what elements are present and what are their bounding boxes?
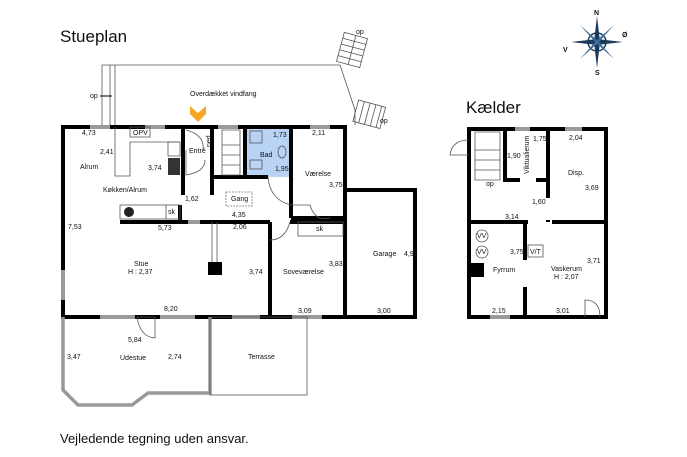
room-label-opv: OPV (133, 130, 148, 137)
compass-v: V (563, 47, 568, 54)
dim-label: 2,74 (168, 354, 182, 361)
basement-labels: 1,75 2,04 1,90 Viktualierum op Disp. 3,6… (486, 135, 601, 315)
room-label-vaerelse: Værelse (305, 171, 331, 178)
ground-floor-title: Stueplan (60, 27, 127, 46)
storage-label: sk (168, 209, 176, 216)
basement-walls (467, 127, 608, 319)
stairs-down-label: ned (206, 135, 213, 147)
stairs-up-label: op (486, 181, 494, 188)
dim-label: 3,14 (505, 214, 519, 221)
dim-label: 3,01 (556, 308, 570, 315)
basement-title: Kælder (466, 98, 521, 117)
basement-fixtures: VV VV (449, 131, 601, 318)
room-label-disp: Disp. (568, 170, 584, 177)
dim-label: 3,83 (329, 261, 343, 268)
compass-o: Ø (622, 32, 628, 39)
dim-label: 3,75 (510, 249, 524, 256)
water-heater-label: VV (477, 249, 487, 256)
water-heater-label: VV (477, 233, 487, 240)
dim-label: 3,75 (329, 182, 343, 189)
room-label-vaskerum: Vaskerum (551, 266, 582, 273)
dim-label: 8,20 (164, 306, 178, 313)
ground-floor-fixtures (114, 126, 344, 275)
room-label-bad: Bad (260, 152, 273, 159)
room-label-udestue: Udestue (120, 355, 146, 362)
dim-label: 1,60 (532, 199, 546, 206)
dim-label: 3,74 (148, 165, 162, 172)
dim-label: 4,91 (404, 251, 418, 258)
room-label-viktualierum: Viktualierum (524, 135, 531, 174)
room-label-gang: Gang (231, 196, 248, 203)
dim-label: 1,62 (185, 196, 199, 203)
entrance-arrow-icon (190, 106, 206, 122)
room-label-entre: Entré (189, 148, 206, 155)
room-label-stue: Stue (134, 261, 149, 268)
room-label-alrum: Alrum (80, 164, 98, 171)
room-label-garage: Garage (373, 251, 396, 258)
dim-label: 2,11 (312, 130, 325, 137)
dim-label: 3,09 (298, 308, 312, 315)
up-label: op (90, 93, 98, 100)
covered-entry-label: Overdækket vindfang (190, 91, 257, 98)
room-label-kitchen: Køkken/Alrum (103, 187, 147, 194)
dim-label: 2,06 (233, 224, 247, 231)
dim-label: 2,41 (100, 149, 114, 156)
compass-rose-icon: N S V Ø (563, 10, 628, 77)
sunroom-terrace (61, 316, 308, 407)
dim-label: 4,35 (232, 212, 246, 219)
ground-floor-labels: 4,73 OPV 2,41 Alrum 3,74 Entré ned 1,73 … (67, 130, 418, 362)
storage-label: sk (316, 226, 324, 233)
dim-label: 5,84 (128, 337, 142, 344)
outdoor-stairs-right (352, 99, 387, 130)
outdoor-stairs-top (336, 31, 368, 69)
room-label-fyrrum: Fyrrum (493, 267, 515, 274)
dim-label: 1,73 (273, 132, 287, 139)
dim-label: 2,15 (492, 308, 506, 315)
vaskerum-height: H : 2,07 (554, 274, 579, 281)
disclaimer: Vejledende tegning uden ansvar. (60, 431, 249, 446)
dim-label: 3,71 (587, 258, 601, 265)
dim-label: 4,73 (82, 130, 96, 137)
dim-label: 3,74 (249, 269, 263, 276)
dim-label: 3,69 (585, 185, 599, 192)
dim-label: 1,75 (533, 136, 547, 143)
compass-n: N (594, 10, 599, 17)
dim-label: 7,53 (68, 224, 82, 231)
dim-label: 1,95 (275, 166, 289, 173)
covered-entry: op Overdækket vindfang op op (90, 29, 388, 130)
dim-label: 3,00 (377, 308, 391, 315)
compass-s: S (595, 70, 600, 77)
room-label-sovevaerelse: Soveværelse (283, 269, 324, 276)
dim-label: 1,90 (507, 153, 521, 160)
dim-label: 2,04 (569, 135, 583, 142)
ground-floor-walls (61, 125, 417, 319)
stue-height: H : 2,37 (128, 269, 153, 276)
up-label: op (356, 29, 364, 36)
vt-label: V/T (530, 249, 542, 256)
room-label-terrasse: Terrasse (248, 354, 275, 361)
up-label: op (380, 118, 388, 125)
dim-label: 3,47 (67, 354, 81, 361)
dim-label: 5,73 (158, 225, 172, 232)
